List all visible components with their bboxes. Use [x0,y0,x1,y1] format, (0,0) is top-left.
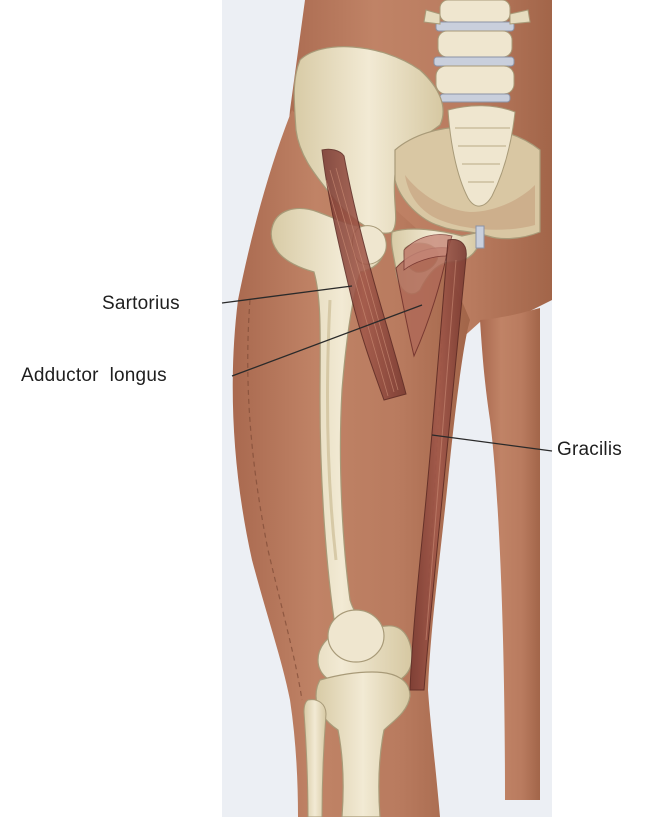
gracilis-label: Gracilis [557,439,622,461]
pubic-symphysis [476,226,484,248]
sartorius-label: Sartorius [102,293,180,315]
patella-bone [328,610,384,662]
adductor-longus-label: Adductor longus [21,365,167,387]
